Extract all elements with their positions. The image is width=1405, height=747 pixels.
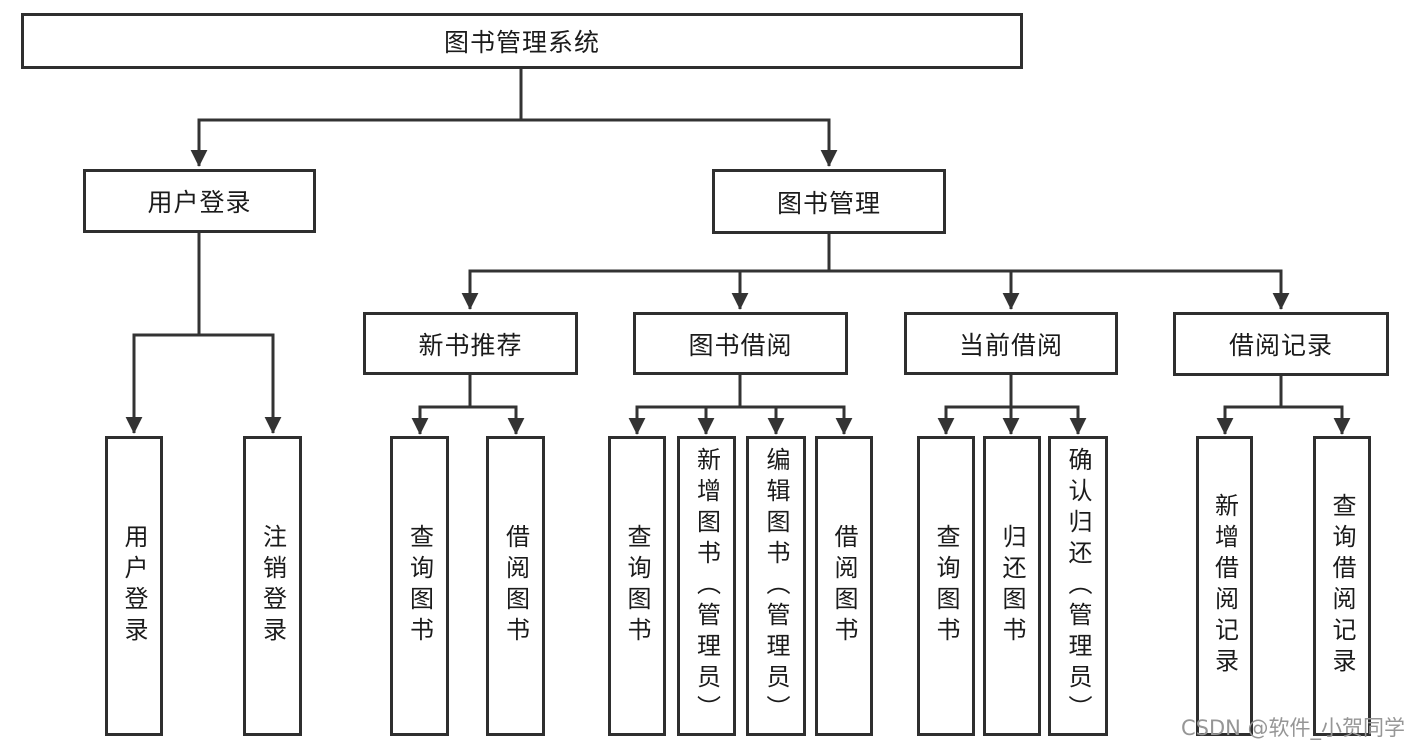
node-leaf-query-book-2: 查询图书 [608, 436, 666, 736]
node-leaf-query-book-3-label: 查询图书 [932, 524, 960, 648]
node-leaf-logout-label: 注销登录 [258, 524, 287, 648]
node-leaf-borrow-book-1-label: 借阅图书 [501, 524, 530, 648]
node-leaf-edit-book: 编辑图书（管理员） [746, 436, 806, 736]
node-leaf-query-record-label: 查询借阅记录 [1328, 493, 1356, 679]
node-leaf-borrow-book-2-label: 借阅图书 [830, 524, 858, 648]
node-book-borrow: 图书借阅 [633, 312, 848, 375]
node-borrow-records-label: 借阅记录 [1228, 331, 1333, 360]
node-current-borrow: 当前借阅 [904, 312, 1118, 375]
node-user-login: 用户登录 [83, 169, 316, 233]
node-leaf-query-book-2-label: 查询图书 [623, 524, 651, 648]
node-leaf-confirm-return: 确认归还（管理员） [1048, 436, 1108, 736]
node-leaf-borrow-book-2: 借阅图书 [815, 436, 873, 736]
node-book-borrow-label: 图书借阅 [688, 330, 793, 360]
node-leaf-borrow-book-1: 借阅图书 [486, 436, 545, 736]
node-root: 图书管理系统 [21, 13, 1023, 69]
node-leaf-logout: 注销登录 [243, 436, 302, 736]
node-leaf-add-record: 新增借阅记录 [1196, 436, 1253, 736]
node-leaf-query-record: 查询借阅记录 [1313, 436, 1371, 736]
node-book-mgmt-label: 图书管理 [776, 188, 881, 218]
node-leaf-add-book: 新增图书（管理员） [677, 436, 736, 736]
node-user-login-label: 用户登录 [147, 188, 252, 217]
node-leaf-add-book-label: 新增图书（管理员） [692, 446, 721, 726]
node-leaf-query-book-1-label: 查询图书 [405, 524, 434, 648]
node-leaf-query-book-3: 查询图书 [917, 436, 975, 736]
node-book-mgmt: 图书管理 [712, 169, 946, 234]
node-leaf-query-book-1: 查询图书 [390, 436, 449, 736]
csdn-watermark: CSDN @软件_小贺同学 [1181, 716, 1405, 740]
node-leaf-user-login: 用户登录 [105, 436, 163, 736]
node-new-book-rec: 新书推荐 [363, 312, 578, 375]
node-leaf-confirm-return-label: 确认归还（管理员） [1064, 446, 1092, 726]
node-leaf-return-book: 归还图书 [983, 436, 1041, 736]
node-leaf-edit-book-label: 编辑图书（管理员） [762, 446, 790, 726]
node-leaf-add-record-label: 新增借阅记录 [1210, 493, 1239, 679]
node-borrow-records: 借阅记录 [1173, 312, 1389, 376]
node-leaf-return-book-label: 归还图书 [998, 524, 1026, 648]
node-current-borrow-label: 当前借阅 [958, 330, 1063, 360]
node-new-book-rec-label: 新书推荐 [418, 330, 523, 360]
node-leaf-user-login-label: 用户登录 [120, 524, 148, 648]
node-root-label: 图书管理系统 [443, 28, 600, 57]
